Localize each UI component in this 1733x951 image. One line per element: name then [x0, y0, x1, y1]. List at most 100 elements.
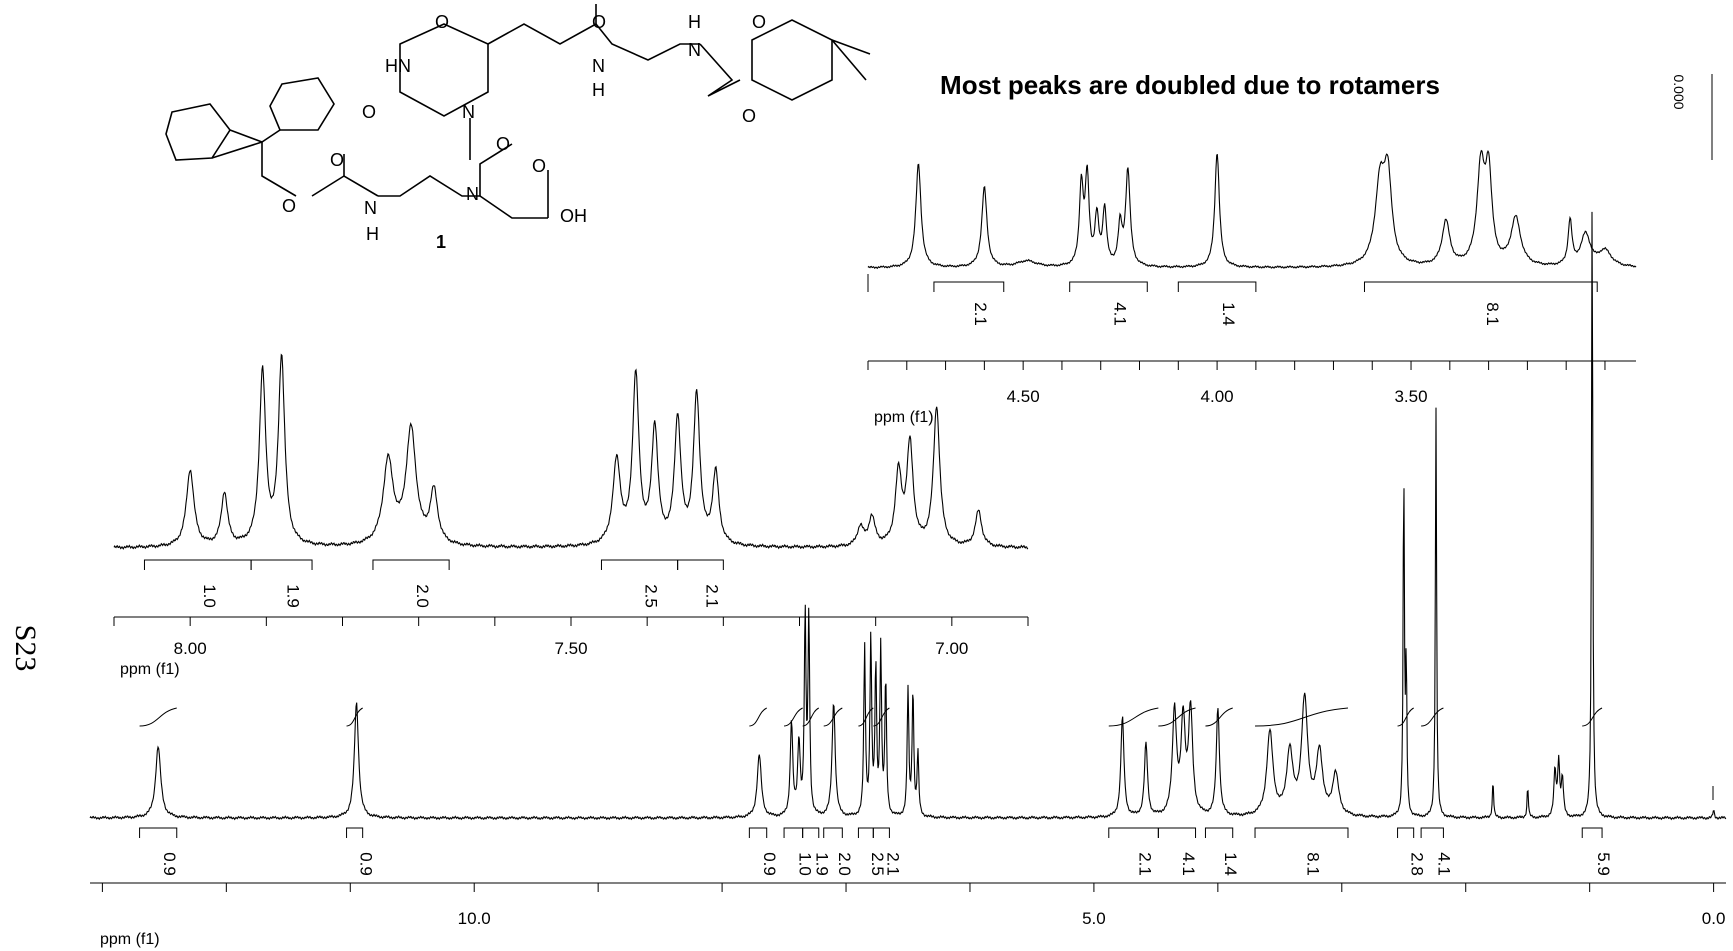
carbamate	[311, 175, 379, 197]
ethylene-2	[595, 23, 700, 61]
atom-label: O	[742, 106, 756, 126]
x-axis-label: ppm (f1)	[120, 661, 180, 678]
atom-label: N	[364, 198, 377, 218]
x-tick-label: 5.0	[1082, 909, 1106, 928]
integral-bracket	[823, 827, 843, 838]
integral-bracket	[600, 559, 679, 570]
integral-bracket	[1204, 827, 1234, 838]
x-tick-label: 7.50	[554, 639, 587, 658]
enamine	[699, 43, 741, 97]
atom-label: O	[532, 156, 546, 176]
integral-curve	[1158, 707, 1196, 727]
compound-number: 1	[436, 232, 446, 252]
integral-bracket	[857, 827, 874, 838]
dimedone-ring	[751, 19, 833, 101]
integral-label: 0.9	[160, 852, 179, 876]
x-tick-label: 8.00	[174, 639, 207, 658]
integral-bracket	[372, 559, 450, 570]
integral-bracket	[677, 559, 724, 570]
atom-label: HN	[385, 56, 411, 76]
integral-curve	[1108, 707, 1159, 727]
amide-co	[479, 143, 513, 196]
integral-label: 1.9	[813, 852, 832, 876]
molecule-structure	[165, 4, 871, 219]
integral-bracket	[802, 827, 820, 838]
integral-bracket	[1397, 827, 1415, 838]
integral-curve	[858, 707, 874, 727]
page-label: S23	[9, 625, 42, 672]
x-axis-label: ppm (f1)	[874, 409, 934, 426]
x-tick-label: 0.0	[1702, 909, 1726, 928]
integral-curve	[873, 707, 890, 727]
integral-bracket	[1581, 827, 1603, 838]
integral-bracket	[346, 827, 364, 838]
integral-label: 2.5	[642, 584, 661, 608]
integral-curve	[1397, 707, 1414, 727]
gem-dimethyl	[831, 39, 871, 81]
uracil-ring	[399, 23, 489, 117]
integral-label: 2.8	[1408, 852, 1427, 876]
integral-bracket	[1177, 281, 1257, 292]
integral-bracket	[748, 827, 768, 838]
integral-curve	[1421, 707, 1444, 727]
integral-label: 1.0	[200, 584, 219, 608]
x-tick-label: 4.50	[1007, 387, 1040, 406]
integral-bracket	[933, 281, 1005, 292]
integral-curve	[346, 707, 363, 727]
atom-label: H	[366, 224, 379, 244]
atom-label: O	[330, 150, 344, 170]
integral-label: 1.9	[284, 584, 303, 608]
integral-curve	[783, 707, 803, 727]
atom-label: H	[592, 80, 605, 100]
spectrum-trace-full-spectrum	[89, 211, 1727, 821]
atom-label: O	[592, 12, 606, 32]
integral-curve	[823, 707, 843, 727]
atom-label: N	[592, 56, 605, 76]
acryl	[487, 4, 597, 45]
atom-label: O	[362, 102, 376, 122]
integral-label: 2.1	[883, 852, 902, 876]
atom-label: N	[466, 184, 479, 204]
integral-label: 1.4	[1219, 302, 1238, 326]
integral-bracket	[1157, 827, 1197, 838]
acetate	[479, 195, 548, 219]
chart-title: Most peaks are doubled due to rotamers	[940, 70, 1440, 100]
spectrum-trace-aromatic-inset	[113, 353, 1029, 550]
atom-label: N	[462, 102, 475, 122]
integral-label: 2.1	[702, 584, 721, 608]
integral-label: 2.0	[413, 584, 432, 608]
integral-label: 4.1	[1434, 852, 1453, 876]
integral-label: 1.4	[1221, 852, 1240, 876]
integral-bracket	[872, 827, 890, 838]
integral-label: 4.1	[1110, 302, 1129, 326]
integral-label: 2.1	[1136, 852, 1155, 876]
integral-label: 5.9	[1594, 852, 1613, 876]
atom-label: O	[752, 12, 766, 32]
atom-label: O	[496, 134, 510, 154]
integral-label: 2.5	[868, 852, 887, 876]
integral-bracket	[143, 559, 252, 570]
integral-curve	[802, 707, 820, 727]
x-tick-label: 10.0	[458, 909, 491, 928]
integral-label: 0.9	[357, 852, 376, 876]
integral-bracket	[1069, 281, 1148, 292]
fmoc-link	[261, 142, 297, 197]
fluorene-ring-right	[269, 77, 335, 131]
x-axis-label: ppm (f1)	[100, 931, 160, 948]
atom-label: N	[688, 40, 701, 60]
integral-curve	[139, 707, 177, 727]
x-tick-label: 3.50	[1394, 387, 1427, 406]
integral-bracket	[139, 827, 178, 838]
fluorene-bridge	[211, 129, 281, 159]
fluorene-ring-left	[165, 103, 231, 161]
atom-label: H	[688, 12, 701, 32]
integral-label: 2.1	[971, 302, 990, 326]
x-tick-label: 7.00	[935, 639, 968, 658]
integral-bracket	[1254, 827, 1349, 838]
integral-label: 2.0	[835, 852, 854, 876]
integral-label: 1.0	[795, 852, 814, 876]
integral-curve	[1255, 707, 1349, 727]
reference-peak-label: 0.000	[1671, 74, 1687, 109]
